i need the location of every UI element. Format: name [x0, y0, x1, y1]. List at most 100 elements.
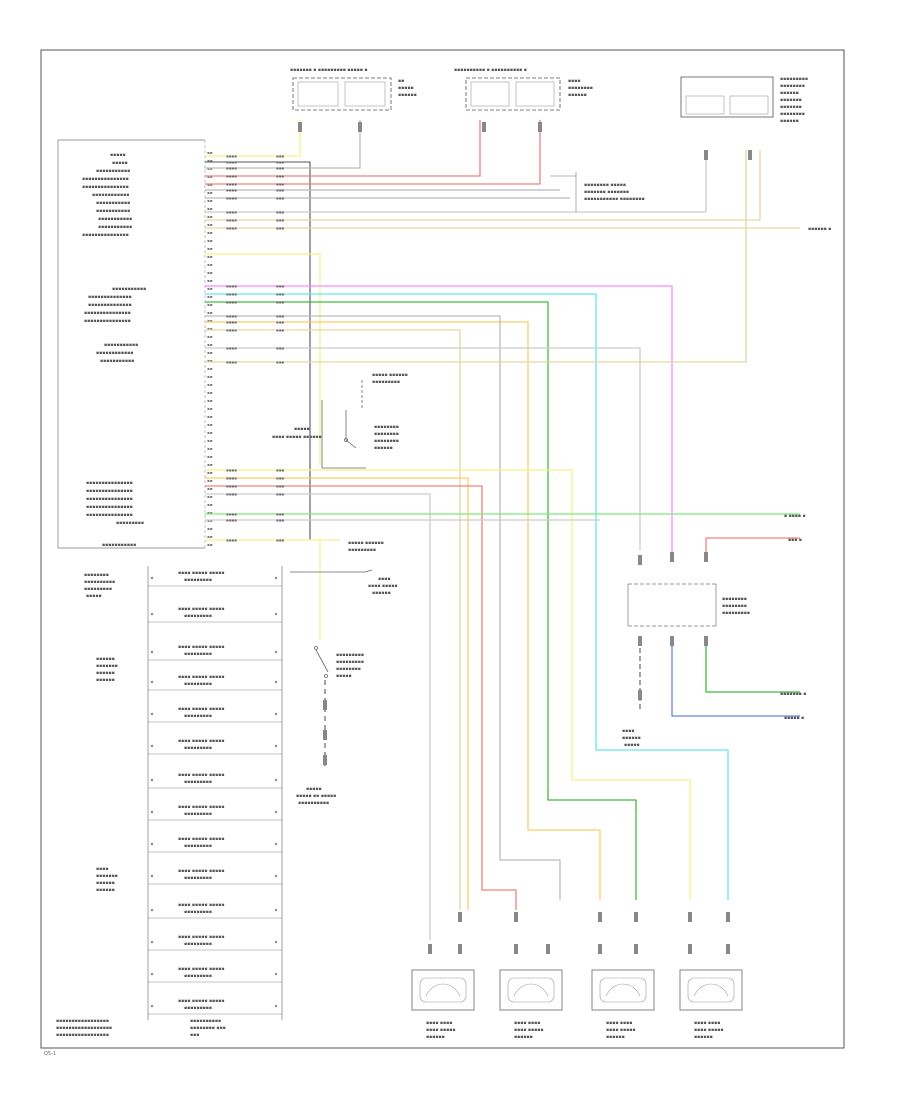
- pin-number: ▪▪: [207, 454, 213, 459]
- svg-text:▪▪▪▪▪: ▪▪▪▪▪: [624, 743, 640, 748]
- wire-circuit-number: ▪▪▪: [276, 188, 284, 193]
- wire-red-1: [205, 120, 481, 177]
- wheel-speed-sensor: [411, 969, 475, 1011]
- connector-pin: [298, 122, 302, 132]
- wire-circuit-number: ▪▪▪: [276, 166, 284, 171]
- svg-text:▪▪▪▪▪▪▪▪▪▪▪▪▪▪▪: ▪▪▪▪▪▪▪▪▪▪▪▪▪▪▪: [84, 319, 131, 324]
- pin-number: ▪▪: [207, 334, 213, 339]
- valve-terminal: [150, 842, 154, 846]
- wire-color-code: ▪▪▪▪: [226, 284, 237, 289]
- valve-sublabel: ▪▪▪▪▪▪▪▪▪: [184, 974, 212, 979]
- wire-circuit-number: ▪▪▪: [276, 160, 284, 165]
- valve-sublabel: ▪▪▪▪▪▪▪▪▪: [184, 614, 212, 619]
- wire-color-code: ▪▪▪▪: [226, 218, 237, 223]
- connector-pin: [638, 555, 642, 565]
- svg-text:▪▪▪▪▪▪▪▪▪▪ ▪ ▪▪▪▪▪▪▪▪▪▪ ▪: ▪▪▪▪▪▪▪▪▪▪ ▪ ▪▪▪▪▪▪▪▪▪▪ ▪: [454, 68, 527, 73]
- valve-sublabel: ▪▪▪▪▪▪▪▪▪: [184, 652, 212, 657]
- pin-number: ▪▪: [207, 446, 213, 451]
- wire-gray-1: [205, 120, 361, 169]
- wire-circuit-number: ▪▪▪: [276, 218, 284, 223]
- svg-text:▪ ▪▪▪▪ ▪: ▪ ▪▪▪▪ ▪: [784, 514, 806, 519]
- valve-label: ▪▪▪▪ ▪▪▪▪▪ ▪▪▪▪▪: [178, 837, 225, 842]
- wire-circuit-number: ▪▪▪: [276, 468, 284, 473]
- sensor-label: ▪▪▪▪▪▪: [426, 1035, 445, 1040]
- svg-text:▪▪▪▪▪▪: ▪▪▪▪▪▪: [398, 93, 417, 98]
- valve-label: ▪▪▪▪ ▪▪▪▪▪ ▪▪▪▪▪: [178, 773, 225, 778]
- valve-label: ▪▪▪▪ ▪▪▪▪▪ ▪▪▪▪▪: [178, 645, 225, 650]
- wire-tan-4: [205, 150, 747, 363]
- wire-gray-6: [205, 347, 641, 550]
- svg-text:▪▪▪▪▪▪▪▪▪▪▪: ▪▪▪▪▪▪▪▪▪▪▪: [98, 217, 132, 222]
- connector-pin: [670, 552, 674, 562]
- valve-terminal: [150, 874, 154, 878]
- wire-gray-7: [205, 493, 431, 940]
- svg-text:▪▪▪▪▪▪▪▪: ▪▪▪▪▪▪▪▪: [568, 86, 593, 91]
- wire-color-code: ▪▪▪▪: [226, 210, 237, 215]
- connector-pin: [638, 690, 642, 700]
- pin-number: ▪▪: [207, 502, 213, 507]
- wire-circuit-number: ▪▪▪: [276, 292, 284, 297]
- wire-circuit-number: ▪▪▪: [276, 174, 284, 179]
- valve-terminal: [274, 778, 278, 782]
- svg-text:▪▪▪▪▪▪▪▪: ▪▪▪▪▪▪▪▪: [374, 425, 399, 430]
- pin-number: ▪▪: [207, 526, 213, 531]
- wire-yellow-3: [205, 469, 691, 900]
- sensor-label: ▪▪▪▪ ▪▪▪▪: [694, 1021, 720, 1026]
- svg-text:▪▪▪▪▪▪: ▪▪▪▪▪▪: [96, 881, 115, 886]
- wire-circuit-number: ▪▪▪: [276, 360, 284, 365]
- connector-pin: [482, 122, 486, 132]
- wire-circuit-number: ▪▪▪: [276, 492, 284, 497]
- wire-circuit-number: ▪▪▪: [276, 518, 284, 523]
- pin-number: ▪▪: [207, 246, 213, 251]
- svg-text:▪▪▪▪▪▪▪▪▪▪▪▪▪▪▪: ▪▪▪▪▪▪▪▪▪▪▪▪▪▪▪: [82, 185, 129, 190]
- wheel-speed-sensor: [591, 969, 655, 1011]
- wire-color-code: ▪▪▪▪: [226, 360, 237, 365]
- pin-number: ▪▪: [207, 198, 213, 203]
- pin-number: ▪▪: [207, 150, 213, 155]
- wire-color-code: ▪▪▪▪: [226, 174, 237, 179]
- wire-color-code: ▪▪▪▪: [226, 476, 237, 481]
- connector-pin: [670, 636, 674, 646]
- connector-pin: [598, 912, 602, 922]
- connector-pin: [726, 944, 730, 954]
- relay-connector-label: ▪▪▪▪▪▪▪▪ ▪▪▪▪▪ ▪▪▪▪▪▪▪ ▪▪▪▪▪▪▪ ▪▪▪▪▪▪▪▪▪…: [550, 172, 645, 212]
- valve-label: ▪▪▪▪ ▪▪▪▪▪ ▪▪▪▪▪: [178, 805, 225, 810]
- valve-sublabel: ▪▪▪▪▪▪▪▪▪: [184, 682, 212, 687]
- svg-text:▪▪▪▪▪▪▪▪: ▪▪▪▪▪▪▪▪: [780, 84, 805, 89]
- connector-pin: [323, 755, 327, 765]
- connector-pin: [428, 944, 432, 954]
- pin-number: ▪▪: [207, 358, 213, 363]
- valve-terminal: [274, 744, 278, 748]
- sensor-coil: [425, 983, 461, 997]
- sensor-label: ▪▪▪▪▪▪: [606, 1035, 625, 1040]
- svg-text:▪▪▪▪▪: ▪▪▪▪▪: [398, 86, 414, 91]
- figure-id: Q5-1: [44, 1051, 56, 1057]
- connector-pin: [358, 122, 362, 132]
- wire-circuit-number: ▪▪▪: [276, 538, 284, 543]
- wire-cyan-1: [205, 293, 729, 900]
- module-pin-labels: ▪▪▪▪▪ ▪▪▪▪▪ ▪▪▪▪▪▪▪▪▪▪▪ ▪▪▪▪▪▪▪▪▪▪▪▪▪▪▪ …: [82, 153, 146, 548]
- wire-green-1: [205, 301, 637, 900]
- svg-text:▪▪▪▪▪▪▪: ▪▪▪▪▪▪▪: [780, 105, 802, 110]
- sensor-label: ▪▪▪▪ ▪▪▪▪▪: [426, 1028, 455, 1033]
- top-right-module: ▪▪▪▪▪▪▪▪▪ ▪▪▪▪▪▪▪▪ ▪▪▪▪▪▪ ▪▪▪▪▪▪▪ ▪▪▪▪▪▪…: [680, 76, 808, 124]
- sensor-label: ▪▪▪▪ ▪▪▪▪▪: [606, 1028, 635, 1033]
- sensor-body: [419, 977, 467, 1003]
- wire-color-code: ▪▪▪▪: [226, 512, 237, 517]
- svg-text:▪▪▪▪▪▪▪▪: ▪▪▪▪▪▪▪▪: [374, 439, 399, 444]
- wire-red-3: [205, 485, 517, 910]
- wire-circuit-number: ▪▪▪: [276, 196, 284, 201]
- footer-notes: ▪▪▪▪▪▪▪▪▪▪▪▪▪▪▪▪▪ ▪▪▪▪▪▪▪▪▪▪▪▪▪▪▪▪▪▪ ▪▪▪…: [56, 1019, 226, 1038]
- svg-text:▪▪▪▪▪▪▪▪▪▪▪▪▪▪▪▪▪: ▪▪▪▪▪▪▪▪▪▪▪▪▪▪▪▪▪: [56, 1019, 109, 1024]
- valve-label: ▪▪▪▪ ▪▪▪▪▪ ▪▪▪▪▪: [178, 607, 225, 612]
- svg-text:▪▪▪▪▪▪: ▪▪▪▪▪▪: [374, 446, 393, 451]
- svg-text:▪▪▪▪▪▪▪▪▪▪: ▪▪▪▪▪▪▪▪▪▪: [298, 801, 329, 806]
- svg-text:▪▪▪▪▪▪: ▪▪▪▪▪▪: [568, 93, 587, 98]
- svg-text:▪▪▪▪▪▪▪: ▪▪▪▪▪▪▪: [96, 874, 118, 879]
- pin-number: ▪▪: [207, 422, 213, 427]
- pin-number: ▪▪: [207, 470, 213, 475]
- wire-circuit-number: ▪▪▪: [276, 314, 284, 319]
- sensor-body: [687, 977, 735, 1003]
- pin-number: ▪▪: [207, 158, 213, 163]
- wire-color-code: ▪▪▪▪: [226, 314, 237, 319]
